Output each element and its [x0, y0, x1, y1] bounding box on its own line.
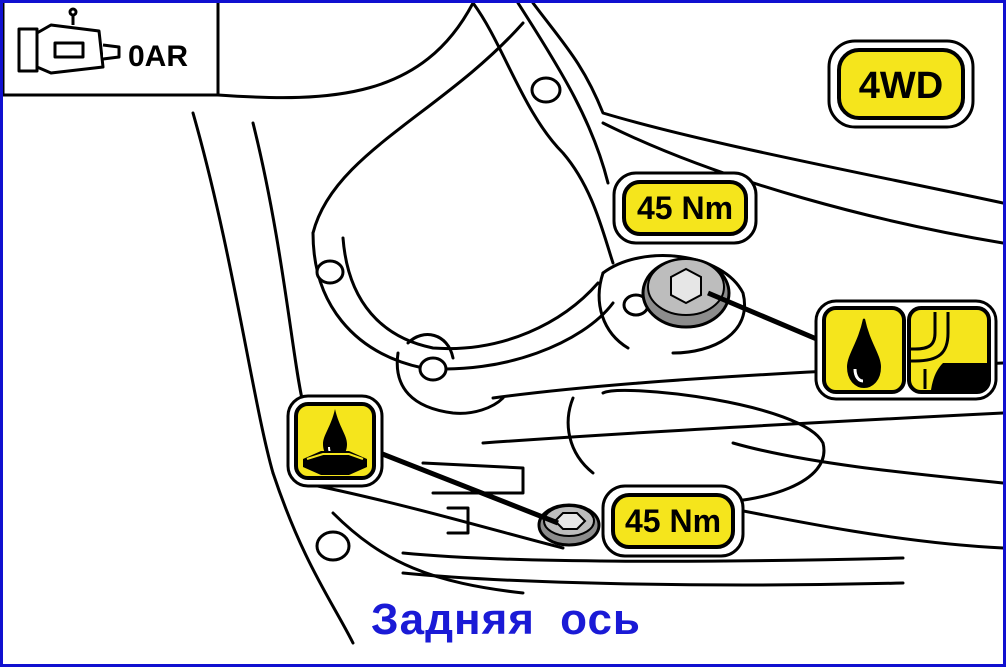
housing-bolt: [530, 76, 562, 104]
lower-torque-label: 45 Nm: [625, 503, 721, 539]
oil-drain-icon: [286, 394, 384, 488]
drive-badge-label: 4WD: [859, 65, 943, 107]
transmission-code: 0AR: [128, 40, 188, 73]
axle-housing-drawing: [191, 3, 1003, 645]
oil-fill-level-icon: [814, 299, 998, 401]
drive-badge: 4WD: [827, 39, 975, 129]
transmission-icon: [17, 7, 121, 75]
housing-bolt: [418, 356, 448, 382]
upper-torque-label: 45 Nm: [637, 190, 733, 226]
housing-bolts: [315, 76, 650, 562]
transmission-box: 0AR: [3, 3, 220, 97]
rear-axle-diagram: 0AR 4WD 45 Nm 45 Nm: [3, 3, 1003, 645]
lower-torque-callout: 45 Nm: [601, 484, 745, 558]
fill-plug: [641, 257, 731, 329]
housing-bolt: [315, 259, 345, 285]
housing-bolt: [315, 530, 351, 562]
drain-drop-icon: [323, 409, 347, 459]
drain-plug-leader: [379, 450, 559, 526]
fill-plug-leader: [707, 290, 827, 346]
drain-plug: [537, 503, 601, 547]
oil-level-icon: [911, 312, 987, 390]
upper-torque-callout: 45 Nm: [612, 171, 758, 245]
diagram-caption: Задняя ось: [371, 595, 641, 644]
